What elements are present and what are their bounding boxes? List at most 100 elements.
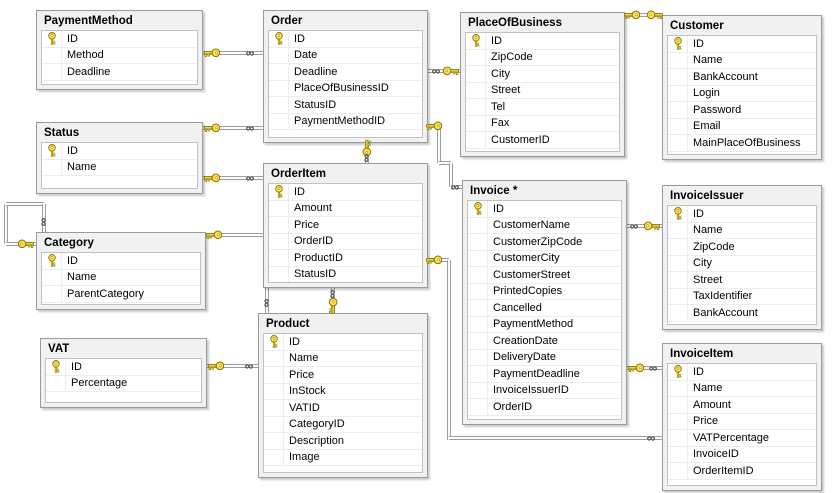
relationship-line-status-order[interactable] bbox=[203, 126, 263, 130]
field-row[interactable]: ID bbox=[269, 31, 422, 48]
field-row[interactable]: StatusID bbox=[269, 266, 422, 282]
table-title[interactable]: Invoice * bbox=[470, 185, 518, 197]
field-row[interactable]: Image bbox=[264, 449, 422, 466]
field-row[interactable]: BankAccount bbox=[668, 69, 816, 86]
field-row[interactable]: ID bbox=[466, 33, 619, 50]
relationship-line-order-invoice[interactable] bbox=[451, 185, 462, 189]
field-row[interactable]: ID bbox=[42, 31, 197, 48]
relationship-line-orderitem-invoiceitem[interactable] bbox=[449, 436, 662, 440]
field-row[interactable]: CustomerID bbox=[466, 132, 619, 149]
field-row[interactable]: InvoiceID bbox=[668, 446, 816, 463]
field-row[interactable]: OrderItemID bbox=[668, 463, 816, 480]
field-row[interactable]: City bbox=[466, 66, 619, 83]
field-row[interactable]: MainPlaceOfBusiness bbox=[668, 135, 816, 152]
field-row[interactable]: InStock bbox=[264, 383, 422, 400]
relationship-line-category-self[interactable] bbox=[6, 202, 44, 206]
field-row[interactable]: Name bbox=[264, 350, 422, 367]
field-row[interactable]: ParentCategory bbox=[42, 286, 200, 303]
field-row[interactable]: Name bbox=[42, 159, 197, 176]
relationship-line-placeofbusiness-order[interactable] bbox=[428, 69, 460, 73]
field-row[interactable]: Deadline bbox=[269, 64, 422, 81]
table-title[interactable]: OrderItem bbox=[271, 168, 326, 180]
table-title[interactable]: Status bbox=[44, 127, 80, 139]
relationship-line-paymentmethod-order[interactable] bbox=[203, 51, 263, 55]
field-row[interactable]: Street bbox=[466, 82, 619, 99]
field-row[interactable]: PaymentMethodID bbox=[269, 113, 422, 130]
field-row[interactable]: CustomerStreet bbox=[468, 267, 621, 284]
table-title[interactable]: PlaceOfBusiness bbox=[468, 17, 562, 29]
table-title[interactable]: InvoiceItem bbox=[670, 348, 734, 360]
field-row[interactable]: ID bbox=[42, 143, 197, 160]
field-row[interactable]: Price bbox=[269, 217, 422, 234]
relationship-line-status-orderitem[interactable] bbox=[203, 176, 263, 180]
field-row[interactable]: ID bbox=[46, 359, 201, 376]
field-row[interactable]: PaymentMethod bbox=[468, 316, 621, 333]
field-row[interactable]: Login bbox=[668, 85, 816, 102]
field-row[interactable]: Deadline bbox=[42, 64, 197, 81]
field-row[interactable]: ID bbox=[668, 206, 816, 223]
relationship-line-invoiceissuer-invoice[interactable] bbox=[627, 224, 662, 228]
relationship-line-invoice-invoiceitem[interactable] bbox=[627, 366, 662, 370]
relationship-line-product-orderitem[interactable] bbox=[331, 288, 335, 313]
table-title[interactable]: InvoiceIssuer bbox=[670, 190, 744, 202]
relationship-line-category-product[interactable] bbox=[206, 233, 269, 237]
field-row[interactable]: CustomerName bbox=[468, 217, 621, 234]
field-row[interactable]: DeliveryDate bbox=[468, 349, 621, 366]
field-row[interactable]: Name bbox=[668, 380, 816, 397]
field-row[interactable]: CategoryID bbox=[264, 416, 422, 433]
relationship-line-order-invoice[interactable] bbox=[437, 126, 441, 163]
field-row[interactable]: Fax bbox=[466, 115, 619, 132]
field-row[interactable]: PlaceOfBusinessID bbox=[269, 80, 422, 97]
field-row[interactable]: Percentage bbox=[46, 375, 201, 392]
relationship-line-orderitem-invoiceitem[interactable] bbox=[447, 260, 451, 440]
table-title[interactable]: Order bbox=[271, 15, 303, 27]
field-row[interactable]: BankAccount bbox=[668, 305, 816, 322]
field-row[interactable]: Price bbox=[264, 367, 422, 384]
table-title[interactable]: Category bbox=[44, 237, 94, 249]
field-row[interactable]: Date bbox=[269, 47, 422, 64]
field-row[interactable]: Street bbox=[668, 272, 816, 289]
field-row[interactable]: VATID bbox=[264, 400, 422, 417]
field-row[interactable]: Amount bbox=[269, 200, 422, 217]
field-row[interactable]: PaymentDeadline bbox=[468, 366, 621, 383]
field-row[interactable]: Password bbox=[668, 102, 816, 119]
field-row[interactable]: ID bbox=[668, 364, 816, 381]
field-row[interactable]: Amount bbox=[668, 397, 816, 414]
field-row[interactable]: ID bbox=[269, 184, 422, 201]
field-row[interactable]: Method bbox=[42, 47, 197, 64]
field-row[interactable]: ID bbox=[42, 253, 200, 270]
field-row[interactable]: OrderID bbox=[468, 399, 621, 416]
field-row[interactable]: OrderID bbox=[269, 233, 422, 250]
field-row[interactable]: CustomerZipCode bbox=[468, 234, 621, 251]
relationship-line-category-self[interactable] bbox=[6, 242, 36, 246]
table-title[interactable]: VAT bbox=[48, 343, 70, 355]
field-row[interactable]: ProductID bbox=[269, 250, 422, 267]
field-row[interactable]: StatusID bbox=[269, 97, 422, 114]
field-row[interactable]: Email bbox=[668, 118, 816, 135]
relationship-line-category-self[interactable] bbox=[42, 204, 46, 232]
field-row[interactable]: CreationDate bbox=[468, 333, 621, 350]
relationship-line-order-invoice[interactable] bbox=[449, 163, 453, 187]
field-row[interactable]: InvoiceIssuerID bbox=[468, 382, 621, 399]
relationship-line-order-invoice[interactable] bbox=[439, 161, 451, 165]
field-row[interactable]: VATPercentage bbox=[668, 430, 816, 447]
field-row[interactable]: ZipCode bbox=[466, 49, 619, 66]
relationship-line-placeofbusiness-customer[interactable] bbox=[625, 13, 662, 17]
relationship-line-orderitem-invoiceitem[interactable] bbox=[428, 258, 449, 262]
field-row[interactable]: Name bbox=[668, 52, 816, 69]
table-title[interactable]: Customer bbox=[670, 20, 724, 32]
field-row[interactable]: ID bbox=[668, 36, 816, 53]
